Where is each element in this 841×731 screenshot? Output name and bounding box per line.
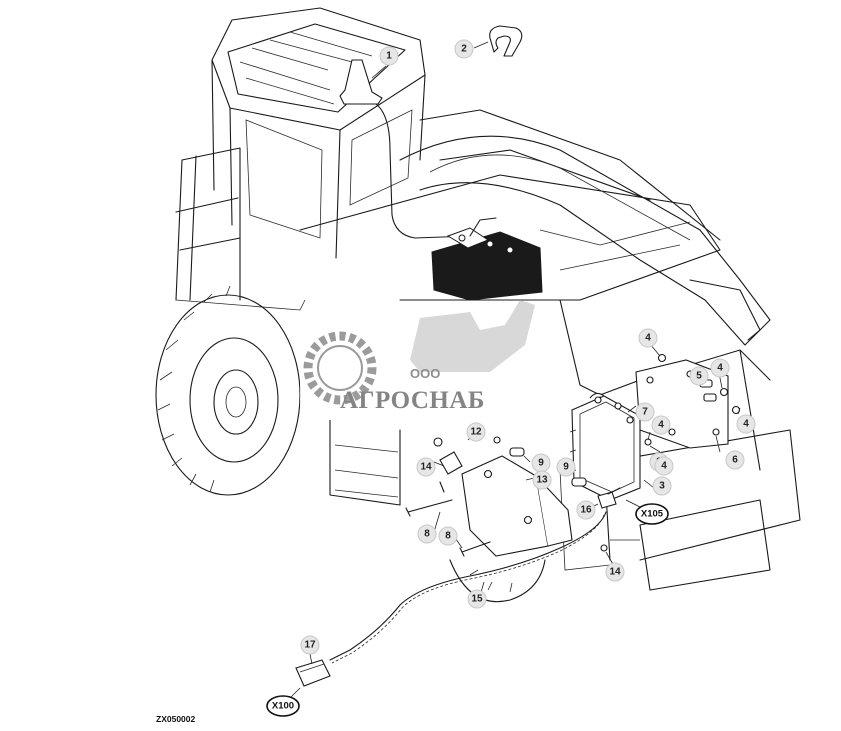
watermark-prefix: ООО (410, 366, 440, 381)
callout-6: 6 (725, 450, 745, 470)
svg-text:14: 14 (420, 462, 432, 473)
callout-9b: 9 (556, 457, 576, 477)
callout-4b: 4 (710, 358, 730, 378)
svg-text:5: 5 (696, 371, 702, 382)
svg-text:1: 1 (386, 51, 392, 62)
callout-17: 17 (300, 635, 320, 655)
svg-text:8: 8 (445, 531, 451, 542)
callout-5: 5 (689, 366, 709, 386)
bolts (405, 481, 491, 557)
svg-text:13: 13 (536, 475, 548, 486)
callout-8a: 8 (417, 524, 437, 544)
company-watermark: ООО АГРОСНАБ (300, 300, 550, 420)
callout-3b: 3 (652, 476, 672, 496)
callout-4a: 4 (638, 328, 658, 348)
callout-15: 15 (467, 589, 487, 609)
callout-4e: 4 (654, 456, 674, 476)
svg-text:4: 4 (661, 461, 667, 472)
svg-text:7: 7 (642, 407, 648, 418)
svg-text:8: 8 (424, 529, 430, 540)
svg-text:12: 12 (470, 427, 482, 438)
svg-text:3: 3 (659, 481, 665, 492)
callout-7: 7 (635, 402, 655, 422)
svg-text:X105: X105 (641, 509, 664, 520)
connector-labels: X105 X100 (266, 503, 669, 717)
svg-text:4: 4 (717, 363, 723, 374)
harvester-illustration (155, 7, 801, 603)
callout-14a: 14 (416, 457, 436, 477)
callout-14b: 14 (605, 562, 625, 582)
callout-2: 2 (454, 39, 474, 59)
wiring-harness (295, 487, 621, 687)
svg-text:4: 4 (658, 420, 664, 431)
antenna (339, 59, 471, 239)
callout-9a: 9 (531, 453, 551, 473)
svg-text:16: 16 (580, 505, 592, 516)
svg-text:9: 9 (538, 458, 544, 469)
svg-text:15: 15 (471, 594, 483, 605)
svg-text:17: 17 (304, 640, 316, 651)
callouts: 1 2 3 3 4 4 4 4 4 5 6 7 8 8 9 9 12 13 14… (300, 39, 756, 655)
callout-12: 12 (466, 422, 486, 442)
svg-text:4: 4 (645, 333, 651, 344)
harvester-logo-icon (410, 300, 535, 372)
cable-clip (489, 25, 523, 57)
control-unit-block (431, 217, 543, 301)
gear-logo-icon (303, 331, 377, 405)
connector-x105: X105 (635, 503, 669, 525)
svg-text:6: 6 (732, 455, 738, 466)
svg-text:2: 2 (461, 44, 467, 55)
callout-16: 16 (576, 500, 596, 520)
svg-text:14: 14 (609, 567, 621, 578)
callout-13: 13 (532, 470, 552, 490)
mounting-bracket (433, 436, 587, 557)
callout-8b: 8 (438, 526, 458, 546)
callout-1: 1 (379, 46, 399, 66)
svg-text:9: 9 (563, 462, 569, 473)
svg-text:X100: X100 (272, 701, 294, 712)
connector-x100: X100 (266, 695, 300, 717)
callout-4d: 4 (651, 415, 671, 435)
svg-text:4: 4 (743, 419, 749, 430)
callout-4c: 4 (736, 414, 756, 434)
figure-id: ZX050002 (156, 714, 195, 724)
watermark-name: АГРОСНАБ (340, 387, 485, 414)
